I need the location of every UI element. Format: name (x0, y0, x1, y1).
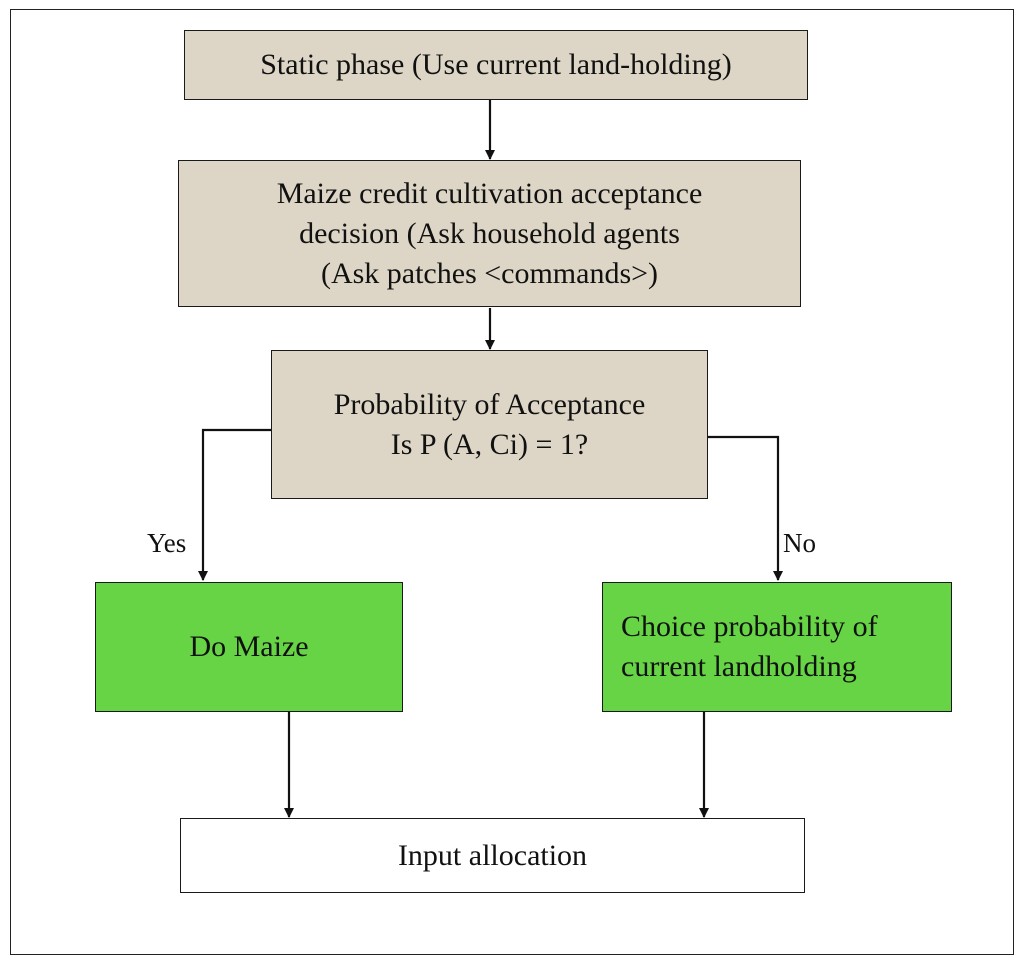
choice-probability-line-2: current landholding (621, 650, 857, 683)
arrow-probability-yes (198, 428, 271, 581)
probability-line-2: Is P (A, Ci) = 1? (390, 427, 589, 461)
maize-credit-line-3: (Ask patches <commands>) (320, 256, 659, 290)
yes-label: Yes (147, 528, 187, 558)
input-allocation-text: Input allocation (397, 838, 588, 872)
do-maize-box: Do Maize (95, 582, 403, 712)
choice-probability-box: Choice probability of current landholdin… (602, 582, 952, 712)
maize-credit-line-1: Maize credit cultivation acceptance (276, 176, 703, 210)
diagram-frame (10, 9, 1014, 955)
static-phase-text: Static phase (Use current land-holding) (260, 48, 732, 81)
choice-probability-line-1: Choice probability of (621, 610, 878, 643)
probability-of-acceptance-box: Probability of Acceptance Is P (A, Ci) =… (271, 350, 708, 499)
maize-credit-line-2: decision (Ask household agents (299, 216, 680, 250)
static-phase-box: Static phase (Use current land-holding) (184, 30, 808, 100)
probability-line-1: Probability of Acceptance (333, 387, 646, 421)
input-allocation-box: Input allocation (180, 818, 805, 893)
maize-credit-decision-box: Maize credit cultivation acceptance deci… (178, 160, 801, 307)
do-maize-text: Do Maize (189, 630, 309, 663)
no-label: No (783, 528, 816, 558)
arrow-probability-no (708, 435, 783, 581)
